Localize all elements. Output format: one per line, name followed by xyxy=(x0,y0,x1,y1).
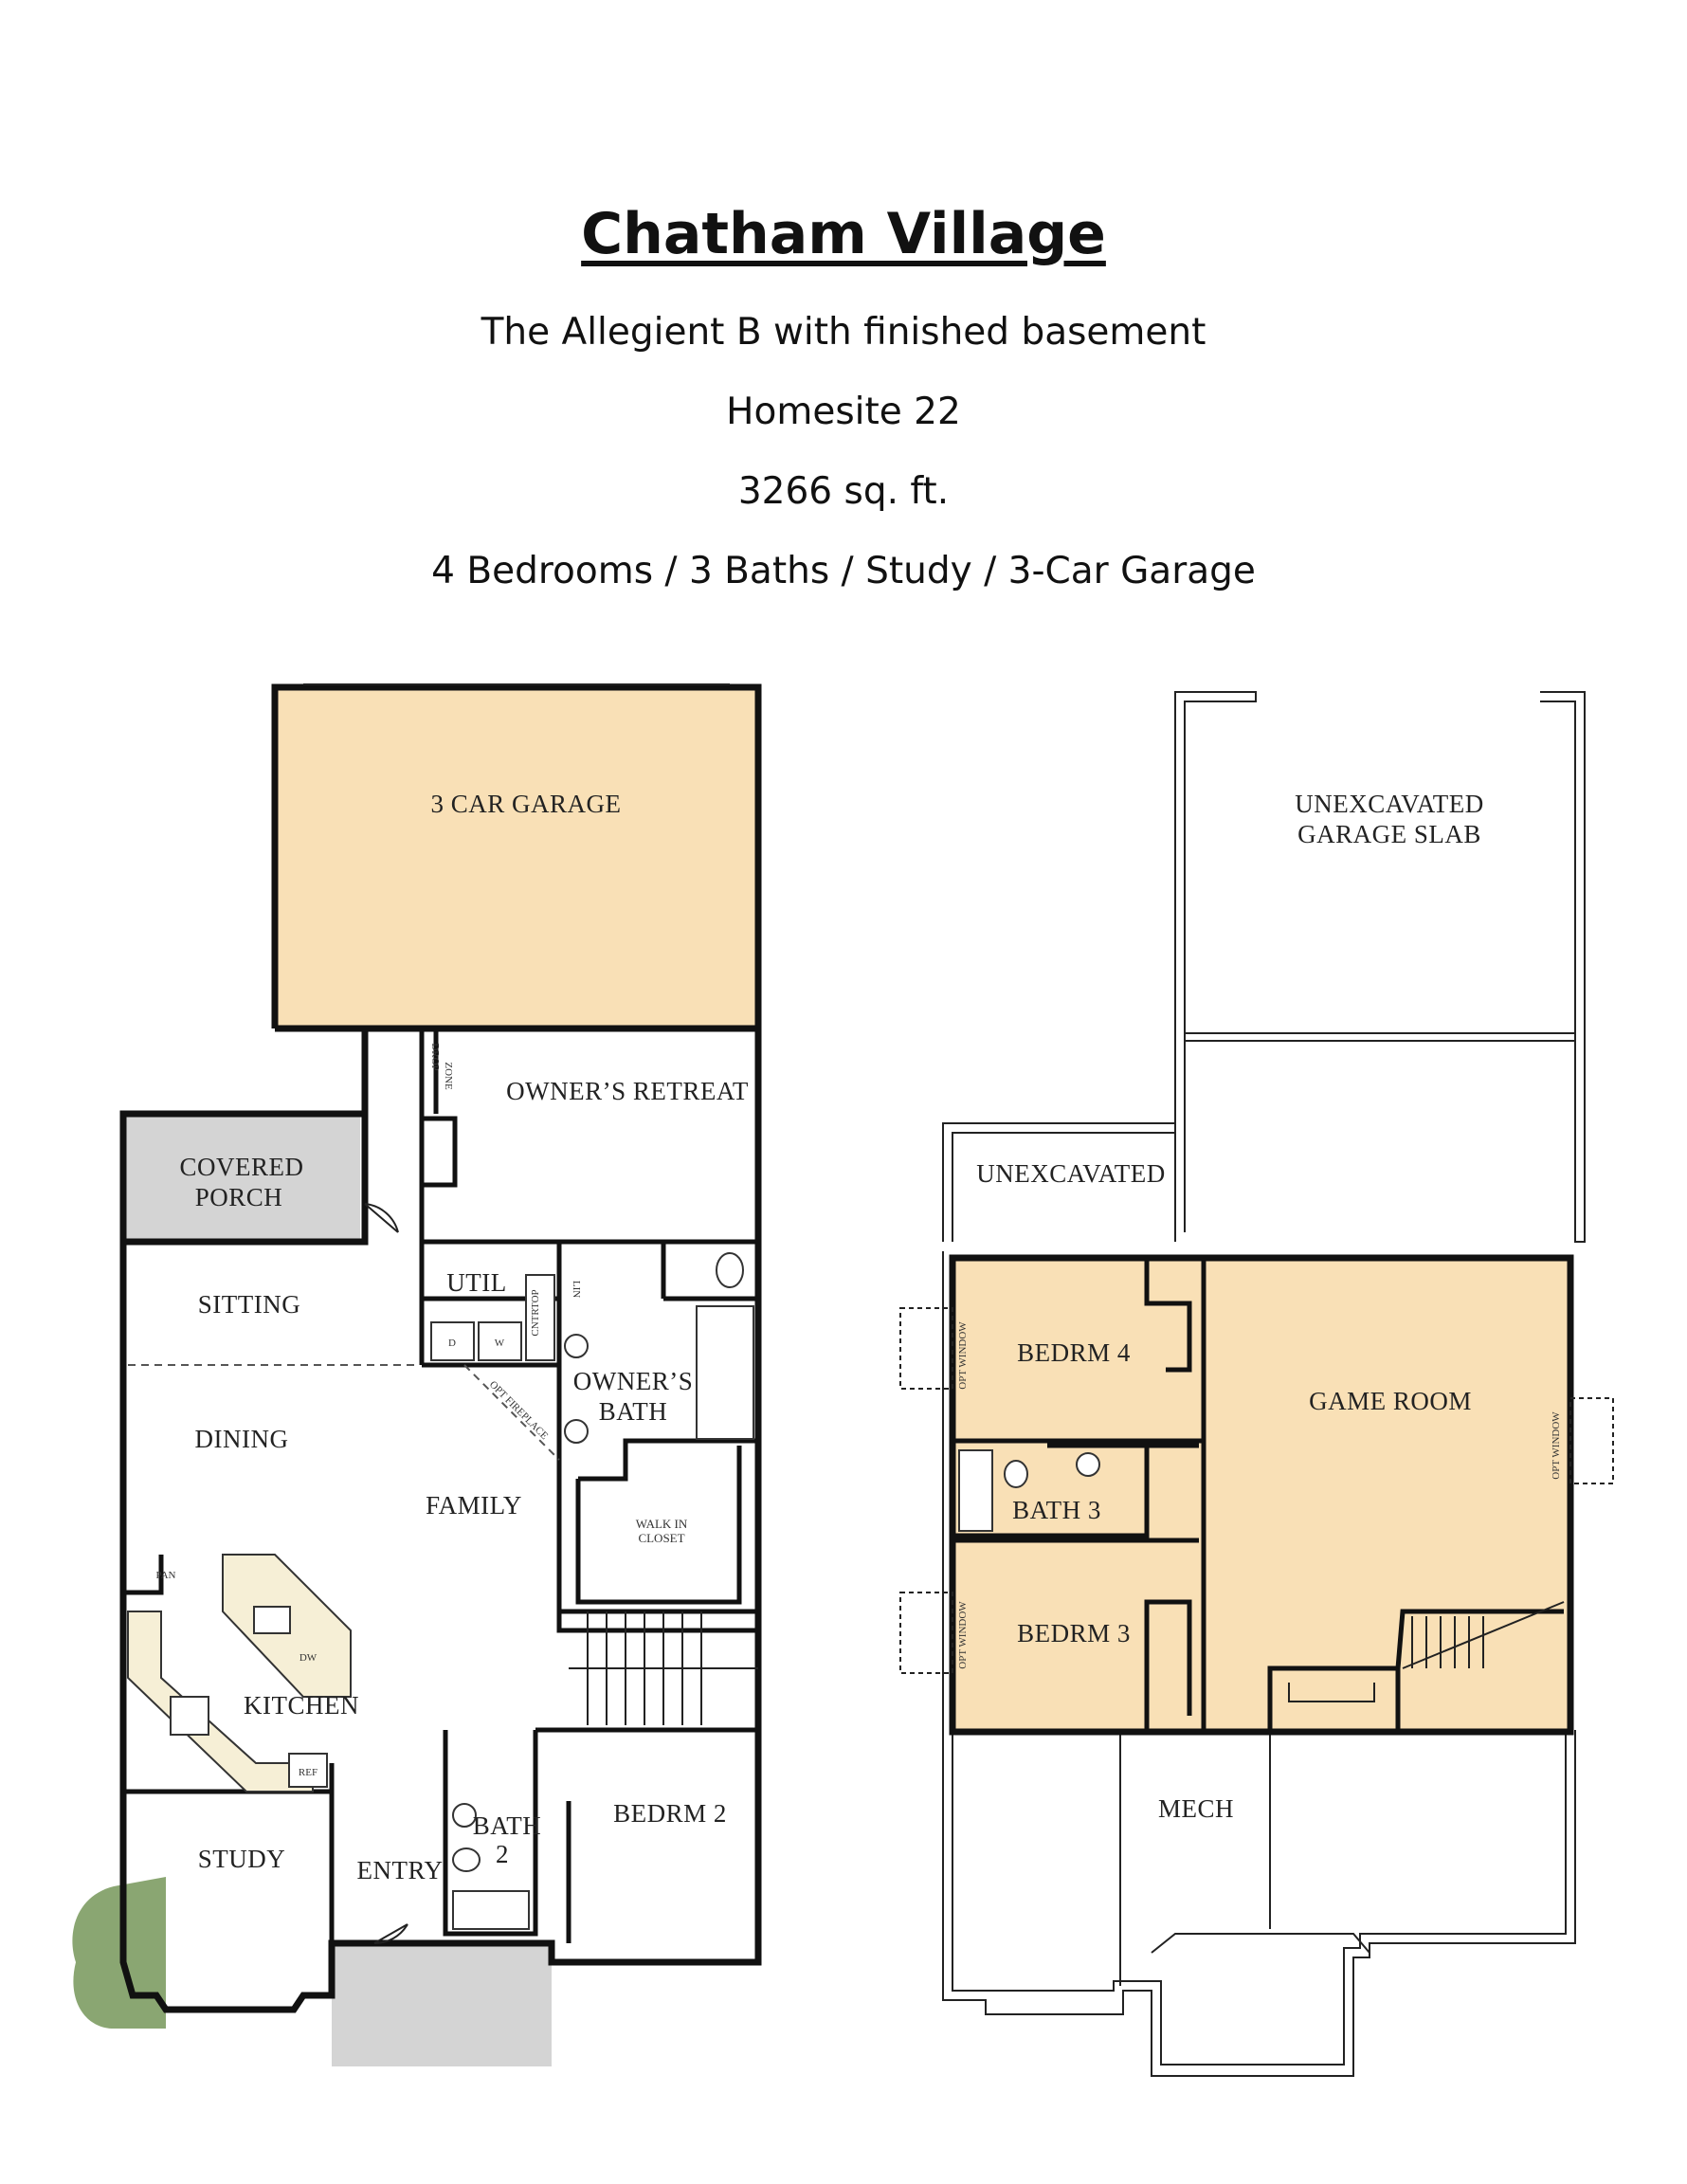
label-bath3: BATH 3 xyxy=(1012,1496,1101,1524)
label-porch: PORCH xyxy=(195,1183,283,1211)
label-sitting: SITTING xyxy=(198,1290,300,1319)
feature-summary: 4 Bedrooms / 3 Baths / Study / 3-Car Gar… xyxy=(431,550,1256,592)
countertop-box xyxy=(525,1274,555,1361)
label-drop: DROP xyxy=(429,1043,441,1070)
label-dining: DINING xyxy=(195,1425,289,1453)
label-unexcavated: UNEXCAVATED xyxy=(976,1159,1166,1188)
shower xyxy=(696,1305,754,1440)
bath2-wall xyxy=(443,1730,538,1937)
label-bath2: BATH xyxy=(473,1811,542,1840)
window-well-1 xyxy=(899,1307,953,1390)
label-garage-slab: GARAGE SLAB xyxy=(1297,820,1481,848)
bedrm4-fill xyxy=(952,1261,1202,1730)
porch-door xyxy=(364,1203,399,1233)
bedrm3-closet xyxy=(1144,1599,1192,1730)
bath3-sink xyxy=(1076,1452,1100,1477)
kitchen-wall xyxy=(123,1555,164,1595)
label-bedrm2: BEDRM 2 xyxy=(613,1799,727,1828)
kitchen-sink xyxy=(253,1606,291,1634)
label-dryer: D xyxy=(448,1338,456,1349)
vanity-sink-1 xyxy=(564,1334,589,1358)
label-owners: OWNER’S xyxy=(573,1367,694,1395)
label-bedrm4: BEDRM 4 xyxy=(1017,1338,1131,1367)
basement-south-inner xyxy=(952,1730,1567,2066)
bath3-wall xyxy=(952,1443,1199,1538)
owners-toilet xyxy=(716,1252,744,1288)
drop-zone-wall xyxy=(419,1028,458,1188)
bedrm4-closet xyxy=(1144,1261,1192,1373)
label-bath: BATH xyxy=(599,1397,668,1426)
label-opt-window-1: OPT WINDOW xyxy=(957,1321,969,1390)
cooktop xyxy=(170,1696,209,1736)
garage-fill xyxy=(277,689,755,1026)
bath2-toilet xyxy=(452,1847,481,1872)
game-room-fill xyxy=(1206,1261,1570,1730)
garage-wall xyxy=(271,683,762,1114)
label-walk-in: WALK IN xyxy=(636,1517,688,1531)
finished-area-wall xyxy=(949,1254,1574,1736)
bath3-tub xyxy=(958,1449,993,1532)
label-ref: REF xyxy=(299,1767,317,1778)
label-cntrtop: CNTRTOP xyxy=(530,1289,541,1336)
washer-box xyxy=(478,1321,522,1361)
label-covered: COVERED xyxy=(180,1153,304,1181)
covered-porch-fill xyxy=(123,1114,360,1242)
fridge xyxy=(288,1753,328,1788)
label-bedrm3: BEDRM 3 xyxy=(1017,1619,1131,1647)
bath-wall xyxy=(556,1479,758,1633)
label-lin: LIN xyxy=(571,1281,582,1298)
label-study: STUDY xyxy=(198,1845,286,1873)
label-mech: MECH xyxy=(1158,1794,1234,1823)
unexcavated-inner xyxy=(952,1132,1175,1242)
basement-south-outline xyxy=(942,1251,1576,2077)
bay-outline xyxy=(1151,1933,1370,1954)
entry-door xyxy=(373,1923,408,1945)
garage-slab-outline xyxy=(1174,691,1257,1242)
label-opt-fireplace: OPT FIREPLACE xyxy=(487,1379,551,1443)
tree-shrub xyxy=(72,1877,166,2029)
label-bath2-num: 2 xyxy=(496,1840,509,1868)
window-well-3 xyxy=(1569,1397,1614,1484)
label-dw: DW xyxy=(299,1652,317,1664)
basement-stairs xyxy=(1267,1601,1565,1730)
basement-plan: UNEXCAVATED GARAGE SLAB UNEXCAVATED BEDR… xyxy=(899,691,1614,2077)
bath2-tub xyxy=(452,1890,530,1930)
label-family: FAMILY xyxy=(426,1491,522,1520)
label-opt-window-3: OPT WINDOW xyxy=(957,1601,969,1669)
garage-slab-outline-right xyxy=(1540,691,1586,1243)
label-util: UTIL xyxy=(446,1268,506,1297)
opt-fireplace-line xyxy=(463,1364,560,1461)
label-game-room: GAME ROOM xyxy=(1309,1387,1472,1415)
main-floor-plan: 3 CAR GARAGE OWNER’S RETREAT DROP ZONE C… xyxy=(72,683,762,2066)
dryer-box xyxy=(430,1321,475,1361)
label-closet: CLOSET xyxy=(638,1531,684,1545)
window-well-2 xyxy=(899,1592,953,1674)
label-owners-retreat: OWNER’S RETREAT xyxy=(506,1077,749,1105)
closet-box xyxy=(575,1446,742,1605)
label-kitchen: KITCHEN xyxy=(244,1691,359,1720)
label-opt-window-2: OPT WINDOW xyxy=(1551,1411,1562,1480)
square-footage: 3266 sq. ft. xyxy=(737,470,950,513)
unexcavated-outline xyxy=(942,1122,1176,1242)
bath3-toilet xyxy=(1004,1460,1028,1488)
label-zone: ZONE xyxy=(443,1062,454,1090)
label-pan: PAN xyxy=(156,1570,176,1581)
front-stoop-fill xyxy=(332,1943,552,2066)
main-stairs xyxy=(569,1611,758,1725)
label-entry: ENTRY xyxy=(356,1856,443,1884)
page-title: Chatham Village xyxy=(581,201,1106,267)
bath2-sink xyxy=(452,1803,477,1828)
model-name: The Allegient B with finished basement xyxy=(481,311,1206,354)
label-garage: 3 CAR GARAGE xyxy=(430,790,621,818)
label-unexcavated-garage: UNEXCAVATED xyxy=(1295,790,1484,818)
vanity-sink-2 xyxy=(564,1419,589,1444)
closet-wall xyxy=(578,1438,758,1482)
label-washer: W xyxy=(495,1338,505,1349)
homesite-label: Homesite 22 xyxy=(726,391,961,433)
